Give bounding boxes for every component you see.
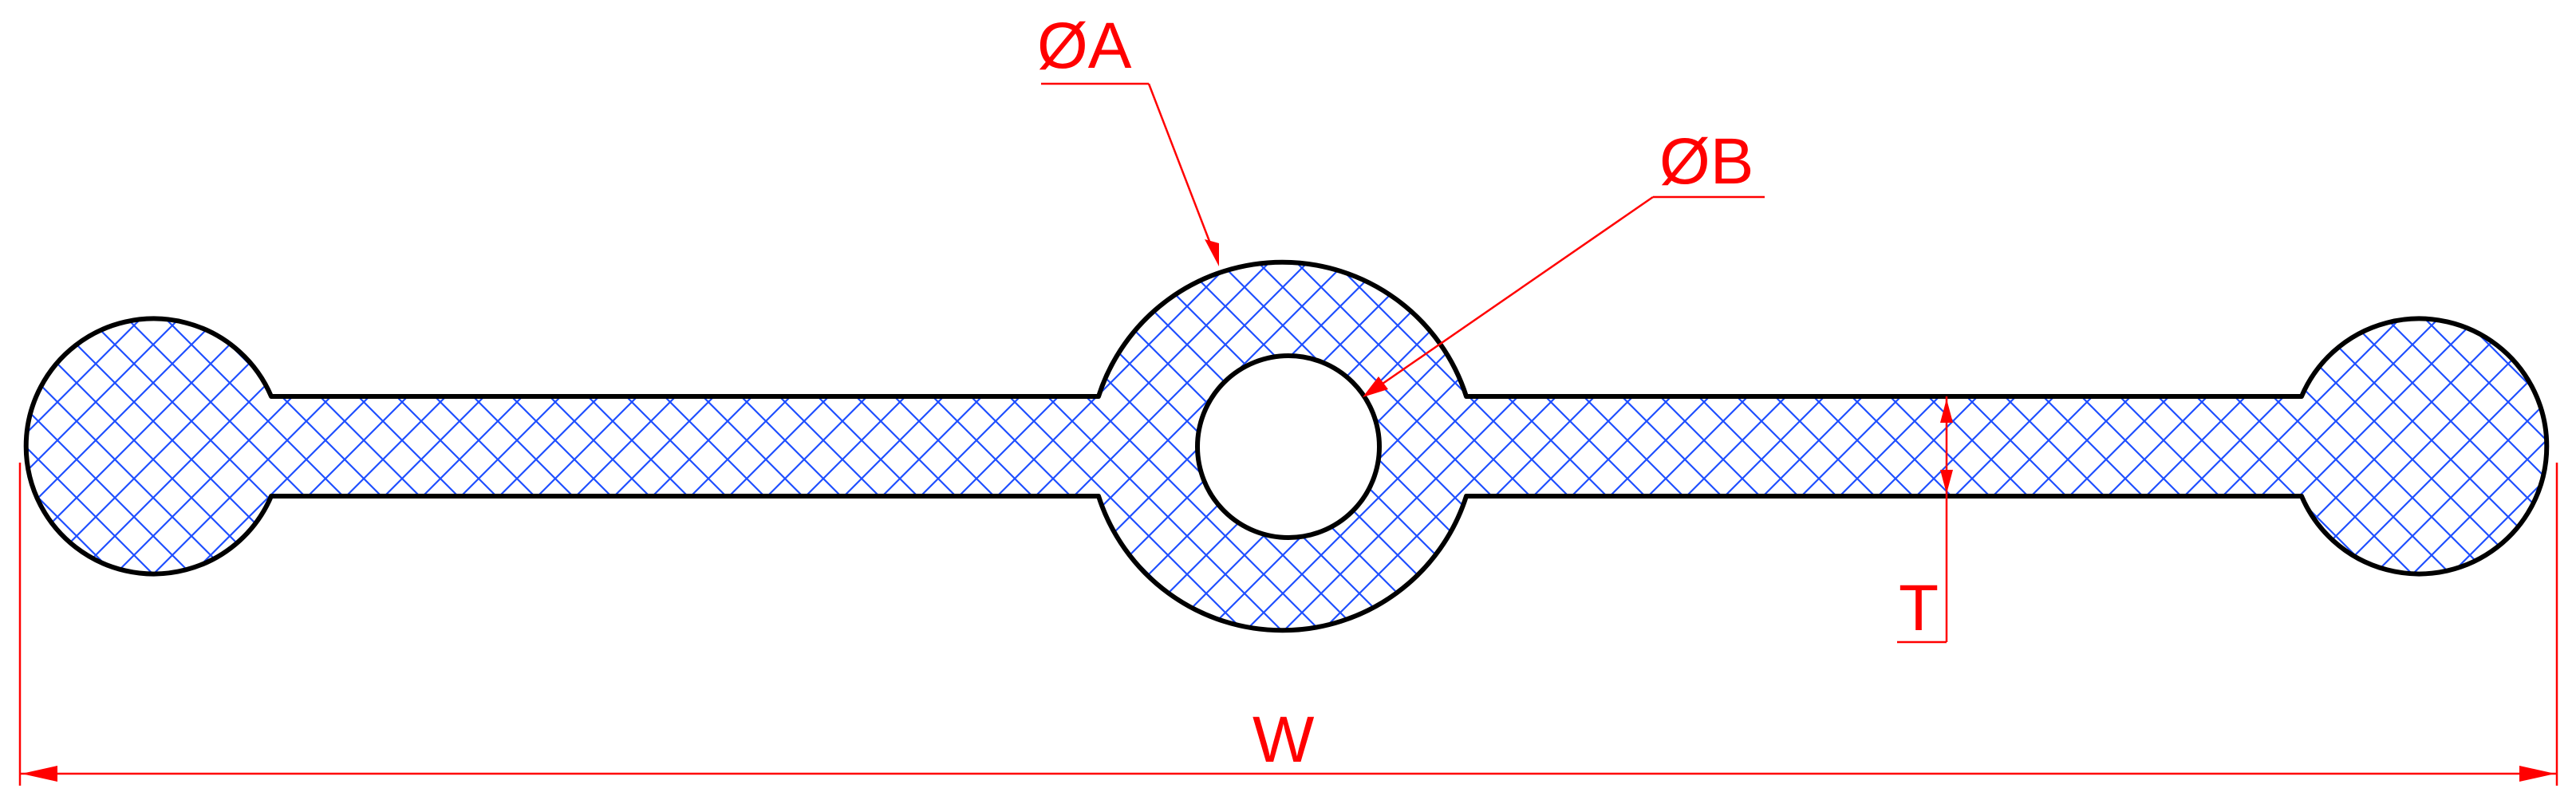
- label-dia-a: ØA: [1037, 10, 1132, 82]
- center-hole: [1195, 353, 1382, 540]
- label-thickness: T: [1899, 572, 1939, 644]
- dimension-dia-b: ØB: [1363, 125, 1765, 397]
- dimension-dia-a: ØA: [1037, 10, 1219, 266]
- dimension-width: W: [18, 463, 2558, 786]
- label-dia-b: ØB: [1659, 125, 1753, 198]
- label-width: W: [1252, 704, 1315, 776]
- dimension-thickness: T: [1897, 396, 1953, 644]
